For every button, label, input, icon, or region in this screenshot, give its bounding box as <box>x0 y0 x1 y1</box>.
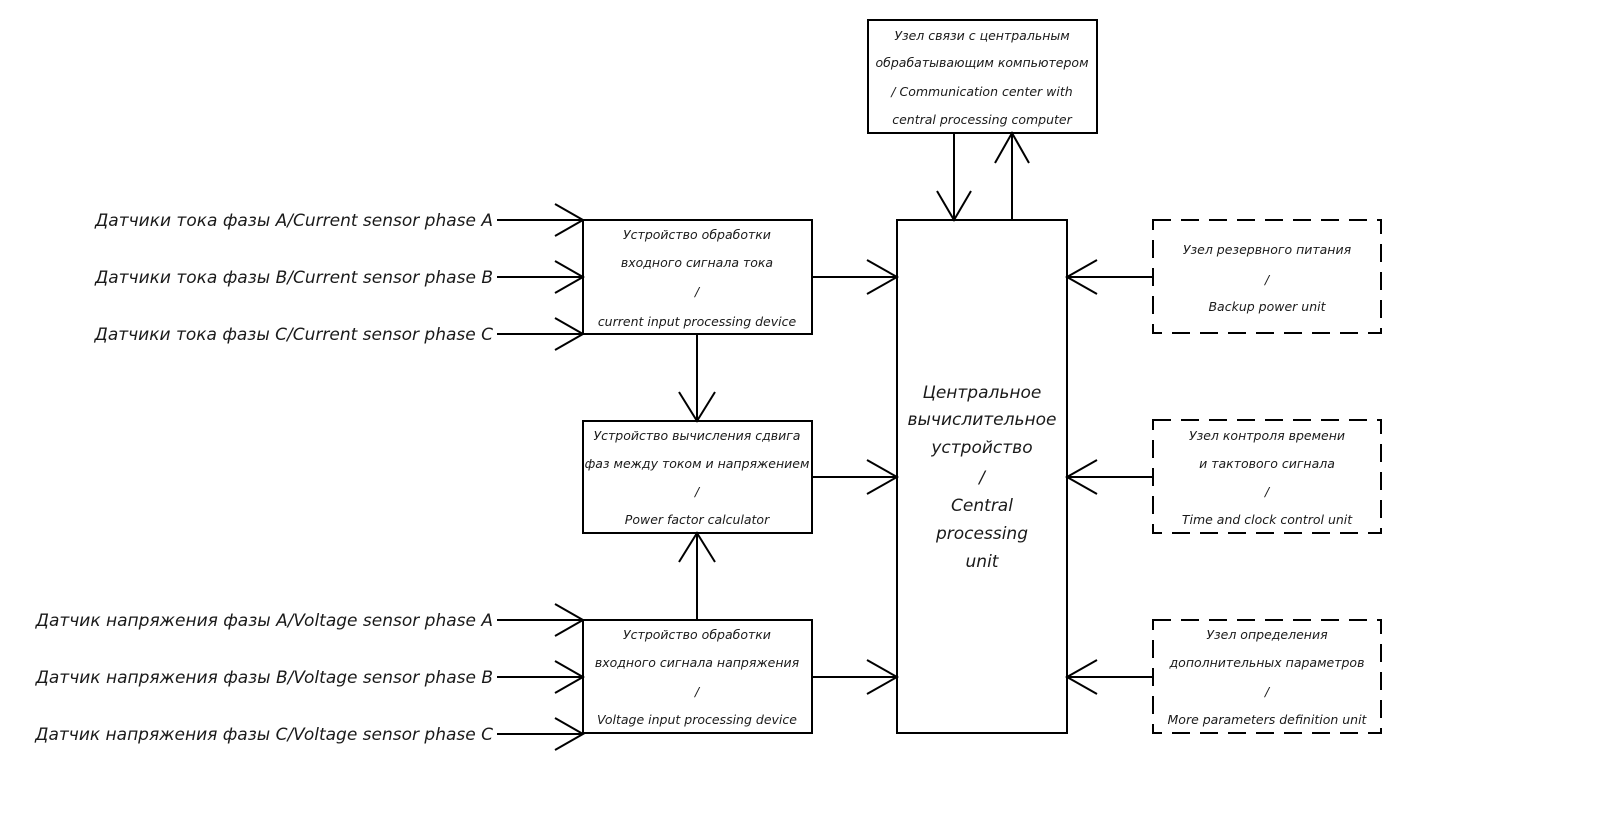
block-text-line: Backup power unit <box>1208 299 1326 314</box>
arrowhead <box>994 130 1030 164</box>
arrowhead <box>554 660 586 694</box>
connectors <box>497 130 1153 751</box>
communication-block <box>867 19 1098 134</box>
arrowhead <box>678 391 716 423</box>
sensor-label-current-c: Датчики тока фазы C/Current sensor phase… <box>94 325 494 345</box>
arrowhead <box>678 531 716 563</box>
block-text-line: фаз между током и напряжением <box>585 456 810 471</box>
arrowhead <box>554 603 586 637</box>
arrowhead <box>554 717 586 751</box>
arrowhead <box>554 317 586 351</box>
block-text-line: Power factor calculator <box>625 512 770 527</box>
time-clock-block <box>1152 419 1382 534</box>
block-text-line: / Communication center with <box>890 84 1072 99</box>
block-text-line: входного сигнала напряжения <box>595 655 800 670</box>
arrowhead <box>1064 459 1098 495</box>
block-text-line: / <box>1264 272 1271 287</box>
block-text-line: / <box>694 684 701 699</box>
central-processing-block <box>896 219 1068 734</box>
block-text-line: / <box>1264 684 1271 699</box>
sensor-label-voltage-c: Датчик напряжения фазы C/Voltage sensor … <box>34 725 493 745</box>
sensor-label-current-a: Датчики тока фазы A/Current sensor phase… <box>94 211 493 231</box>
sensor-label-current-b: Датчики тока фазы B/Current sensor phase… <box>94 268 493 288</box>
voltage-processing-block-text: Устройство обработки входного сигнала на… <box>595 627 800 727</box>
power-factor-block <box>582 420 813 534</box>
block-text-line: processing <box>935 524 1028 544</box>
block-text-line: Устройство вычисления сдвига <box>594 428 801 443</box>
block-text-line: Узел связи с центральным <box>894 28 1069 43</box>
block-text-line: и тактового сигнала <box>1199 456 1335 471</box>
block-text-line: / <box>694 284 701 299</box>
block-text-line: / <box>1264 484 1271 499</box>
block-text-line: / <box>977 468 987 488</box>
sensor-label-voltage-a: Датчик напряжения фазы A/Voltage sensor … <box>35 611 493 631</box>
block-text-line: Центральное <box>923 383 1042 403</box>
arrowhead <box>936 190 972 222</box>
time-clock-block-text: Узел контроля времени и тактового сигнал… <box>1182 428 1353 527</box>
block-text-line: Устройство обработки <box>623 227 771 242</box>
block-text-line: Устройство обработки <box>623 627 771 642</box>
voltage-processing-block <box>582 619 813 734</box>
arrowhead <box>554 203 586 237</box>
arrowhead <box>866 259 900 295</box>
block-text-line: More parameters definition unit <box>1168 712 1368 727</box>
power-factor-block-text: Устройство вычисления сдвига фаз между т… <box>585 428 810 527</box>
central-processing-block-text: Центральное вычислительное устройство / … <box>907 383 1056 572</box>
block-text-line: central processing computer <box>892 112 1072 127</box>
current-processing-block-text: Устройство обработки входного сигнала то… <box>598 227 797 329</box>
arrowhead <box>554 260 586 294</box>
sensor-label-voltage-b: Датчик напряжения фазы B/Voltage sensor … <box>35 668 493 688</box>
block-text-line: вычислительное <box>907 410 1056 430</box>
more-params-block-text: Узел определения дополнительных параметр… <box>1168 627 1368 727</box>
block-text-line: Central <box>951 496 1013 516</box>
block-text-line: current input processing device <box>598 314 797 329</box>
backup-power-block-text: Узел резервного питания / Backup power u… <box>1183 242 1352 314</box>
block-text-line: / <box>694 484 701 499</box>
arrowhead <box>866 459 900 495</box>
block-text-line: дополнительных параметров <box>1169 655 1365 670</box>
block-text-line: устройство <box>930 438 1032 458</box>
block-text-line: обрабатывающим компьютером <box>876 55 1089 70</box>
block-text-line: Узел контроля времени <box>1189 428 1345 443</box>
communication-block-text: Узел связи с центральным обрабатывающим … <box>876 28 1089 127</box>
block-text-line: Voltage input processing device <box>597 712 797 727</box>
block-text-line: Time and clock control unit <box>1182 512 1353 527</box>
arrowhead <box>1064 659 1098 695</box>
block-text-line: входного сигнала тока <box>621 255 773 270</box>
block-text-line: Узел резервного питания <box>1183 242 1352 257</box>
block-text-line: Узел определения <box>1206 627 1328 642</box>
current-processing-block <box>582 219 813 335</box>
arrowhead <box>1064 259 1098 295</box>
block-text-line: unit <box>966 552 1000 572</box>
backup-power-block <box>1152 219 1382 334</box>
arrowhead <box>866 659 900 695</box>
